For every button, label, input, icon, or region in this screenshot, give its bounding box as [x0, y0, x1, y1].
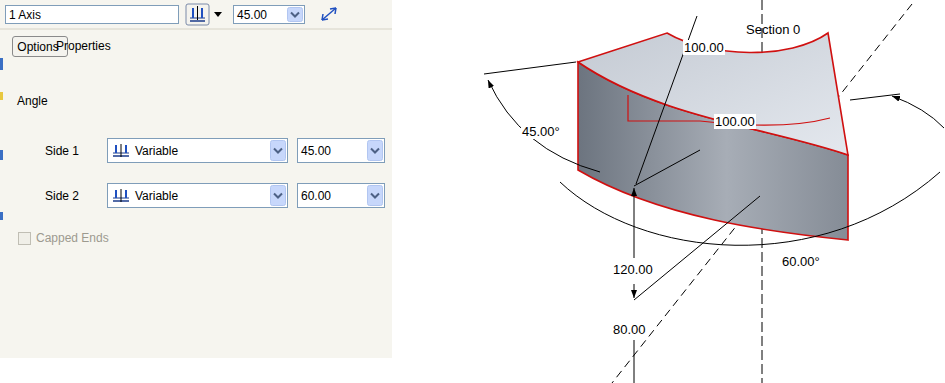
- revolve-type-button: [186, 4, 209, 25]
- field-text: Variable: [135, 189, 178, 203]
- dimension-value: 100.00: [683, 40, 725, 55]
- depth-dropdown: Variable: [107, 183, 288, 208]
- dashboard-panel: [0, 212, 3, 220]
- dropdown-triangle: [214, 12, 222, 17]
- dashboard-panel: [0, 150, 3, 160]
- dimension-line: [634, 150, 700, 186]
- revolved-solid: [578, 33, 848, 240]
- field-text: 45.00: [301, 144, 331, 158]
- section-label: Angle: [17, 94, 48, 108]
- flip-direction-icon: [322, 8, 336, 20]
- depth-option-icon: [121, 144, 122, 157]
- dimension-line: [484, 62, 576, 74]
- dimension-line: [560, 172, 940, 245]
- dimension-value: 100.00: [714, 114, 756, 129]
- section-name: Section 0: [745, 22, 801, 37]
- field-text: Variable: [135, 144, 178, 158]
- dimension-line: [850, 94, 900, 100]
- dropdown-button: [270, 140, 286, 161]
- angle-field: 60.00: [297, 183, 385, 208]
- depth-option-icon: [115, 145, 117, 153]
- dimension-line: [634, 284, 635, 298]
- angle-combo-box: 45.00: [233, 5, 305, 24]
- revolve-type-button: [192, 8, 194, 18]
- dropdown-button: [288, 8, 303, 22]
- capped-ends-checkbox: [19, 233, 31, 245]
- revolve-type-button: [201, 8, 203, 18]
- revolved-solid: [578, 33, 848, 155]
- dimension-value: 120.00: [612, 262, 654, 277]
- dimension-value: 45.00°: [521, 124, 561, 139]
- depth-dropdown: Variable: [107, 138, 288, 163]
- checkbox-label: Capped Ends: [36, 231, 109, 245]
- dropdown-button: [270, 185, 286, 206]
- dropdown-button: [368, 186, 383, 206]
- dashboard-panel: [0, 0, 392, 358]
- dashboard-panel: [0, 58, 3, 70]
- field-text: 45.00: [237, 8, 267, 22]
- depth-option-icon: [111, 188, 131, 204]
- dropdown-button: [274, 149, 282, 153]
- dropdown-button: [271, 186, 286, 206]
- field-label: Side 1: [45, 144, 79, 158]
- field-text: 1 Axis: [9, 8, 41, 22]
- dimension-line: [892, 96, 944, 128]
- dimension-line: [484, 16, 944, 383]
- depth-option-icon: [111, 143, 131, 159]
- dimension-line: [634, 196, 760, 300]
- field-text: Options: [17, 40, 58, 54]
- revolve-type-button: [190, 20, 205, 22]
- input-field: 1 Axis: [5, 5, 179, 24]
- field-text: 60.00: [301, 189, 331, 203]
- dimension-value: 60.00°: [781, 254, 821, 269]
- dimension-line: [634, 340, 635, 383]
- dropdown-button: [271, 141, 286, 161]
- dropdown-button: [287, 7, 303, 22]
- depth-option-icon: [125, 145, 127, 153]
- dimension-line: [634, 188, 635, 258]
- dropdown-button: [368, 141, 383, 161]
- dropdown-button: [371, 194, 379, 198]
- flip-direction-icon: [322, 8, 336, 20]
- angle-field: 45.00: [297, 138, 385, 163]
- flip-direction-icon: [330, 8, 336, 14]
- revolve-type-button: [186, 4, 209, 25]
- dropdown-button: [291, 13, 299, 17]
- dropdown-button: [274, 194, 282, 198]
- dropdown-button: [367, 140, 383, 161]
- tab-label: Properties: [56, 39, 111, 53]
- dashboard-panel: [0, 0, 392, 358]
- dimension-value: 80.00: [612, 322, 647, 337]
- depth-option-icon: [125, 190, 127, 198]
- dropdown-triangle: [214, 12, 222, 17]
- revolve-type-button: [197, 6, 198, 20]
- depth-option-icon: [115, 190, 117, 198]
- field-label: Side 2: [45, 189, 79, 203]
- dropdown-button: [371, 149, 379, 153]
- dashboard-panel: [0, 92, 3, 100]
- dimension-line: [488, 80, 600, 172]
- depth-option-icon: [121, 189, 122, 202]
- flip-direction-icon: [322, 14, 328, 20]
- capped-ends-checkbox: [19, 233, 31, 245]
- dropdown-button: [367, 185, 383, 206]
- dashboard-panel: [0, 29, 392, 30]
